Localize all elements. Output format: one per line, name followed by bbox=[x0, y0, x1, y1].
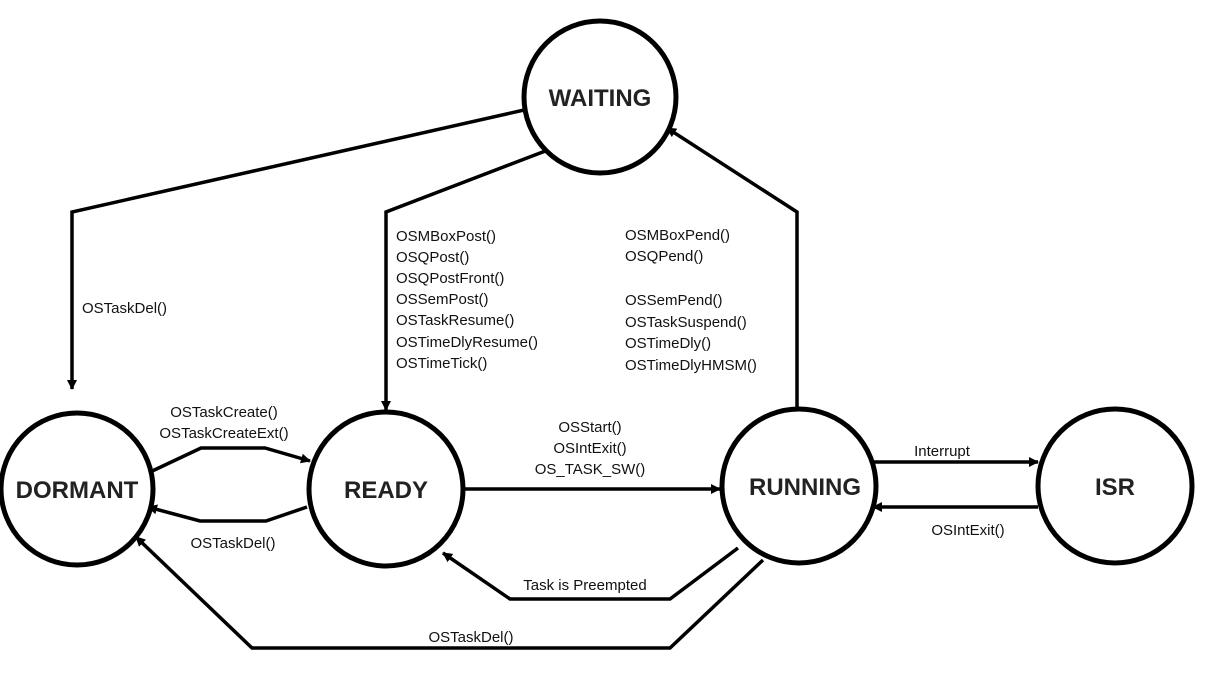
edge-running-to-waiting bbox=[666, 126, 799, 409]
edge-label-line: OSQPostFront() bbox=[396, 270, 504, 287]
label-ready-to-dormant: OSTaskDel() bbox=[190, 535, 275, 552]
edge-waiting-to-dormant bbox=[67, 106, 534, 390]
edge-label-line: OSIntExit() bbox=[553, 440, 626, 457]
state-waiting-circle bbox=[521, 18, 679, 176]
edge-label-line: OSIntExit() bbox=[931, 522, 1004, 539]
edge-dormant-to-ready bbox=[147, 446, 311, 475]
state-ready: READY bbox=[306, 409, 466, 569]
state-dormant-label: DORMANT bbox=[16, 477, 139, 504]
edge-label-line: OSMBoxPost() bbox=[396, 228, 496, 245]
edge-label-line: OSSemPost() bbox=[396, 291, 489, 308]
edge-label-line: OSTaskDel() bbox=[190, 535, 275, 552]
state-isr-circle bbox=[1035, 406, 1195, 566]
edge-label-line: OSSemPend() bbox=[625, 292, 723, 309]
edge-waiting-to-ready bbox=[381, 148, 549, 411]
label-ready-to-running: OSStart() OSIntExit() OS_TASK_SW() bbox=[535, 419, 646, 478]
label-waiting-to-ready: OSMBoxPost() OSQPost() OSQPostFront() OS… bbox=[396, 228, 538, 372]
state-dormant: DORMANT bbox=[0, 410, 156, 568]
edge-label-line: Interrupt bbox=[914, 443, 971, 460]
state-running: RUNNING bbox=[719, 406, 879, 566]
state-isr-label: ISR bbox=[1095, 474, 1135, 501]
edge-label-line: OSMBoxPend() bbox=[625, 227, 730, 244]
edge-label-line: OSTaskResume() bbox=[396, 312, 514, 329]
state-ready-circle bbox=[306, 409, 466, 569]
label-running-to-isr: Interrupt bbox=[914, 443, 971, 460]
edge-label-line: OSStart() bbox=[558, 419, 621, 436]
state-ready-label: READY bbox=[344, 477, 428, 504]
label-running-to-waiting: OSMBoxPend() OSQPend() OSSemPend() OSTas… bbox=[625, 227, 757, 374]
state-waiting: WAITING bbox=[521, 18, 679, 176]
edge-running-to-dormant bbox=[134, 535, 765, 650]
edge-running-to-ready bbox=[442, 546, 740, 601]
edge-ready-to-dormant bbox=[147, 504, 308, 523]
edge-label-line: OSQPend() bbox=[625, 248, 703, 265]
edge-label-line: OSTimeDlyHMSM() bbox=[625, 357, 757, 374]
edge-label-line: OSTaskSuspend() bbox=[625, 314, 747, 331]
edge-label-line: OSTimeDly() bbox=[625, 335, 711, 352]
state-running-circle bbox=[719, 406, 879, 566]
state-isr: ISR bbox=[1035, 406, 1195, 566]
edge-label-line: OSTaskCreate() bbox=[170, 404, 278, 421]
label-isr-to-running: OSIntExit() bbox=[931, 522, 1004, 539]
edge-label-line: OSTimeTick() bbox=[396, 355, 487, 372]
state-dormant-circle bbox=[0, 410, 156, 568]
label-running-to-ready: Task is Preempted bbox=[523, 577, 646, 594]
edge-label-line: OSTaskDel() bbox=[428, 629, 513, 646]
label-waiting-to-dormant: OSTaskDel() bbox=[82, 300, 167, 317]
label-running-to-dormant: OSTaskDel() bbox=[428, 629, 513, 646]
state-running-label: RUNNING bbox=[749, 474, 861, 501]
edge-label-line: Task is Preempted bbox=[523, 577, 646, 594]
edge-label-line: OSTaskDel() bbox=[82, 300, 167, 317]
label-dormant-to-ready: OSTaskCreate() OSTaskCreateExt() bbox=[159, 404, 288, 442]
state-waiting-label: WAITING bbox=[549, 85, 652, 112]
edge-label-line: OSTaskCreateExt() bbox=[159, 425, 288, 442]
edge-label-line: OS_TASK_SW() bbox=[535, 461, 646, 478]
edge-label-line: OSTimeDlyResume() bbox=[396, 334, 538, 351]
edge-label-line: OSQPost() bbox=[396, 249, 469, 266]
